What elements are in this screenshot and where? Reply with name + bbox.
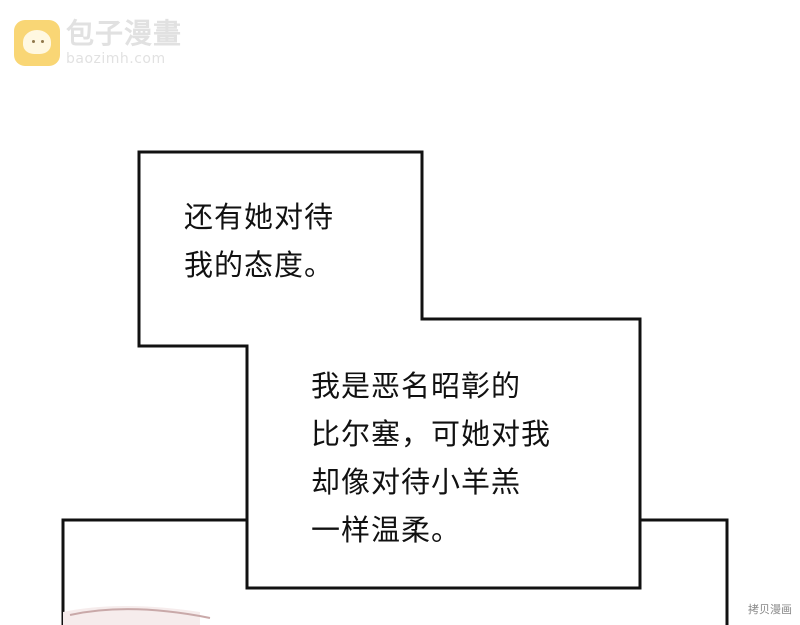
bun-logo-icon [14, 20, 60, 66]
speech-line: 比尔塞，可她对我 [311, 417, 552, 451]
lower-panel-border-right [640, 518, 729, 625]
speech-text-2: 我是恶名昭彰的 比尔塞，可她对我 却像对待小羊羔 一样温柔。 [311, 362, 551, 554]
speech-line: 却像对待小羊羔 [311, 465, 522, 499]
speech-line: 我是恶名昭彰的 [311, 369, 522, 403]
art-remnant-line [69, 608, 211, 619]
watermark-domain: baozimh.com [66, 51, 166, 67]
corner-stamp: 拷贝漫画 [748, 603, 792, 616]
speech-line: 我的态度。 [184, 248, 335, 282]
speech-line: 一样温柔。 [311, 513, 462, 547]
speech-text-1: 还有她对待 我的态度。 [184, 193, 334, 289]
speech-box [137, 150, 642, 590]
lower-panel-border [61, 518, 247, 625]
watermark: 包子漫畫 baozimh.com [14, 20, 182, 66]
watermark-text: 包子漫畫 baozimh.com [66, 17, 183, 67]
speech-line: 还有她对待 [184, 200, 335, 234]
watermark-name: 包子漫畫 [66, 17, 183, 50]
